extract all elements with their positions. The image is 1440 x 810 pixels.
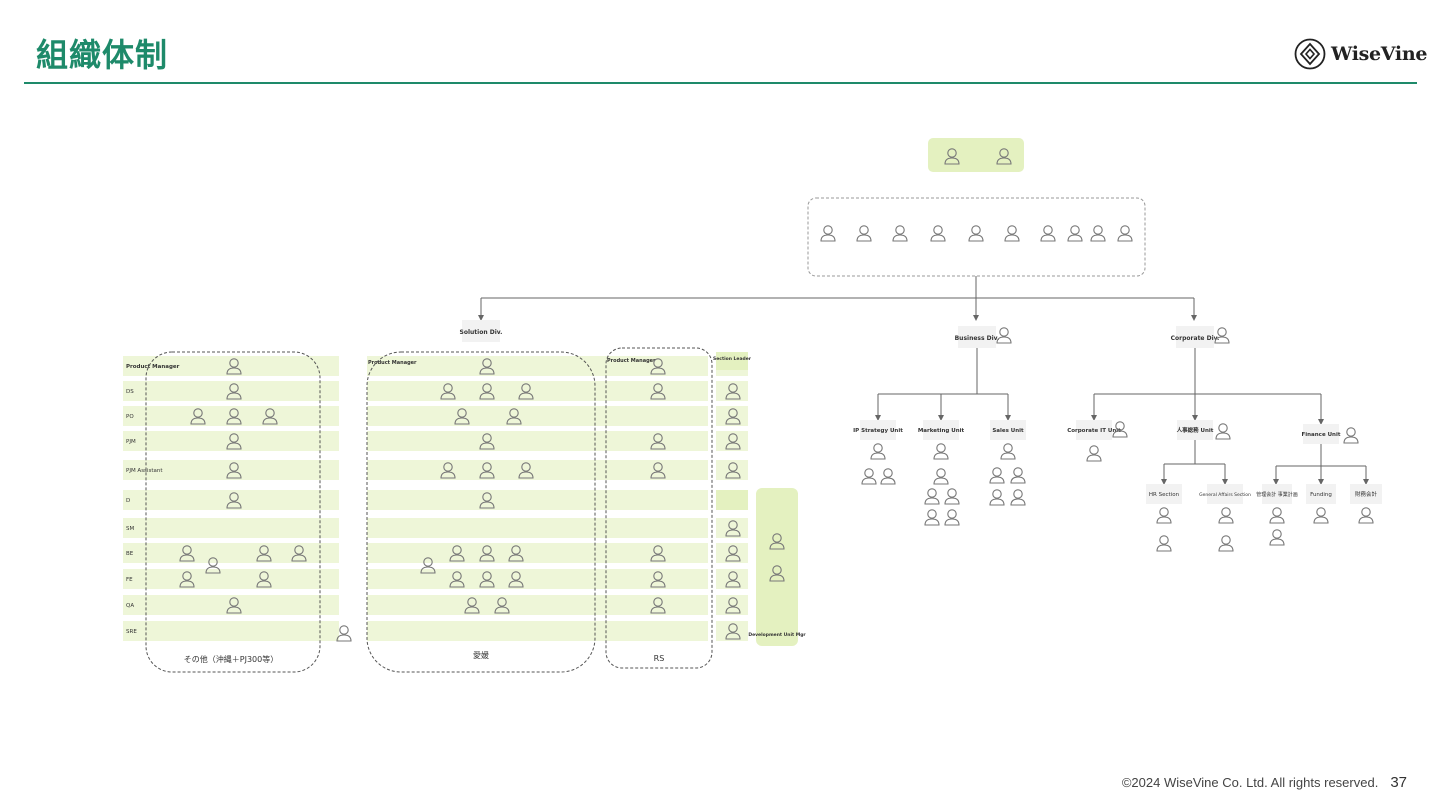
- role-lane: [608, 406, 708, 426]
- solution-div-box: [462, 320, 500, 342]
- role-label: SM: [126, 526, 134, 532]
- role-label: Product Manager: [126, 364, 180, 370]
- role-lane: [123, 621, 339, 641]
- role-lane: [716, 490, 748, 510]
- role-label: PJM Assistant: [126, 468, 163, 474]
- role-label: BE: [126, 551, 134, 557]
- business-div-box: [958, 326, 996, 348]
- role-lane: [367, 518, 608, 538]
- logo-text: WiseVine: [1331, 43, 1428, 65]
- mgmt-accounting-label: 管理会計 事業計画: [1256, 491, 1298, 498]
- executive-box: [928, 138, 1024, 172]
- group-other-label: その他（沖縄＋PJ300等）: [184, 654, 278, 664]
- role-label: PJM: [126, 439, 136, 445]
- business-unit-people: [861, 443, 1026, 526]
- ip-strategy-unit-label: IP Strategy Unit: [853, 428, 903, 434]
- group-ehime-outline: [366, 351, 596, 673]
- marketing-unit-label: Marketing Unit: [918, 428, 965, 434]
- role-lane: [367, 460, 608, 480]
- role-lane: [608, 431, 708, 451]
- corporate-div-box: [1176, 326, 1214, 348]
- role-lane: [367, 406, 608, 426]
- role-lane: [367, 356, 608, 376]
- group-rs-outline: [605, 347, 713, 669]
- dev-unit-mgr-column: [756, 488, 798, 646]
- role-lane: [367, 569, 608, 589]
- role-label: SRE: [126, 629, 137, 635]
- business-div-label: Business Div.: [955, 335, 1000, 342]
- role-label: PO: [126, 414, 134, 420]
- group-ehime-label: 愛媛: [473, 650, 489, 660]
- role-lane: [367, 431, 608, 451]
- role-lane: [608, 595, 708, 615]
- role-lane: [123, 543, 339, 563]
- corporate-div-label: Corporate Div.: [1171, 335, 1220, 342]
- corporate-it-unit-label: Corporate IT Unit: [1067, 428, 1121, 434]
- role-lane: [608, 569, 708, 589]
- role-lane: [608, 518, 708, 538]
- hr-section-people: [1156, 507, 1234, 552]
- business-connectors: [875, 348, 1011, 421]
- person-icon: [336, 625, 352, 642]
- copyright-text: ©2024 WiseVine Co. Ltd. All rights reser…: [1121, 775, 1379, 790]
- role-lane: [367, 490, 608, 510]
- dev-unit-mgr-label: Development Unit Mgr: [748, 632, 806, 638]
- ehime-pm-label: Product Manager: [368, 360, 417, 366]
- title-divider: [24, 82, 1417, 84]
- funding-label: Funding: [1310, 492, 1332, 498]
- finance-unit-label: Finance Unit: [1302, 432, 1341, 438]
- role-lane: [367, 595, 608, 615]
- page-number: 37: [1390, 774, 1407, 791]
- role-lane: [608, 621, 708, 641]
- role-label: DS: [126, 389, 134, 395]
- role-lane: [608, 356, 708, 376]
- group-other-outline: [145, 351, 321, 673]
- role-lane: [608, 381, 708, 401]
- role-lane: [123, 569, 339, 589]
- role-label: D: [126, 498, 130, 504]
- role-lane: [367, 381, 608, 401]
- group-rs-label: RS: [654, 654, 665, 663]
- top-connectors: [478, 276, 1197, 321]
- role-lane: [367, 621, 608, 641]
- section-leader-label: Section Leader: [713, 356, 752, 362]
- role-lane: [123, 518, 339, 538]
- managers-box: [807, 197, 1146, 277]
- company-logo: WiseVine: [1294, 38, 1427, 70]
- hr-ga-unit-label: 人事総務 Unit: [1177, 426, 1214, 434]
- hr-section-label: HR Section: [1149, 492, 1180, 498]
- role-lane: [608, 543, 708, 563]
- org-chart-canvas: Solution Div. Business Div. Corporate Di…: [123, 138, 1382, 673]
- sales-unit-label: Sales Unit: [992, 428, 1024, 434]
- manager-people: [820, 225, 1133, 242]
- financial-accounting-label: 財務会計: [1355, 490, 1378, 498]
- general-affairs-section-label: General Affairs Section: [1199, 492, 1251, 498]
- section-leader-header: [716, 352, 748, 370]
- solution-role-lanes: [123, 356, 748, 641]
- org-chart-diagram: Solution Div. Business Div. Corporate Di…: [0, 110, 1440, 710]
- solution-div-label: Solution Div.: [460, 329, 503, 336]
- role-lane: [608, 490, 708, 510]
- wisevine-logo-icon: [1294, 38, 1326, 70]
- rs-pm-label: Product Manager: [607, 358, 656, 364]
- role-label: QA: [126, 603, 134, 609]
- finance-section-people: [1269, 507, 1374, 546]
- footer: ©2024 WiseVine Co. Ltd. All rights reser…: [1122, 774, 1407, 791]
- corporate-connectors: [1091, 348, 1369, 485]
- page-title: 組織体制: [36, 36, 169, 74]
- role-lane: [608, 460, 708, 480]
- role-label: FE: [126, 577, 133, 583]
